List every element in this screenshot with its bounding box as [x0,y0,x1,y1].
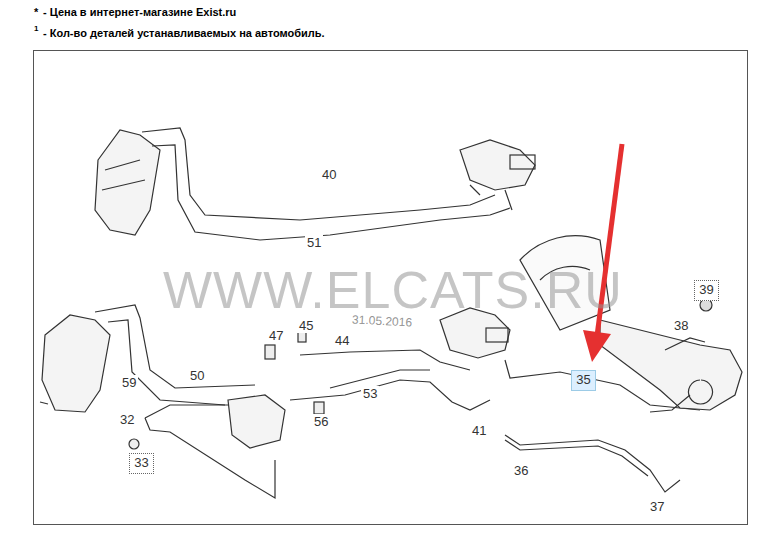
callout-number: 38 [672,318,690,333]
callout-number: 56 [312,414,330,429]
watermark-date: 31.05.2016 [352,312,413,329]
callout-number: 45 [297,318,315,333]
callout-number: 39 [695,282,718,297]
callout-box: 39 [694,280,719,301]
callout-number: 47 [267,328,285,343]
callout-number: 33 [130,455,153,470]
callout-box: 33 [129,453,154,474]
callout-number: 41 [470,423,488,438]
callout-number: 50 [188,368,206,383]
callout-number: 44 [333,333,351,348]
callout-number: 36 [512,463,530,478]
callout-number: 32 [118,412,136,427]
footnote-mark: 1 [34,24,38,33]
callout-number: 37 [648,499,666,514]
footnote-text: - Кол-во деталей устанавливаемых на авто… [43,27,325,40]
callout-box: 35 [571,370,596,391]
callout-number: 53 [361,386,379,401]
footnote-text: - Цена в интернет-магазине Exist.ru [43,6,236,19]
pointer-arrow [583,144,622,362]
callout-number: 40 [320,167,338,182]
footnote-mark: * [34,6,38,19]
brake-lines [40,128,742,498]
callout-number: 51 [305,235,323,250]
frame [34,51,748,525]
callout-number: 59 [120,375,138,390]
watermark: WWW.ELCATS.RU [163,262,623,318]
callout-number: 35 [572,372,595,387]
